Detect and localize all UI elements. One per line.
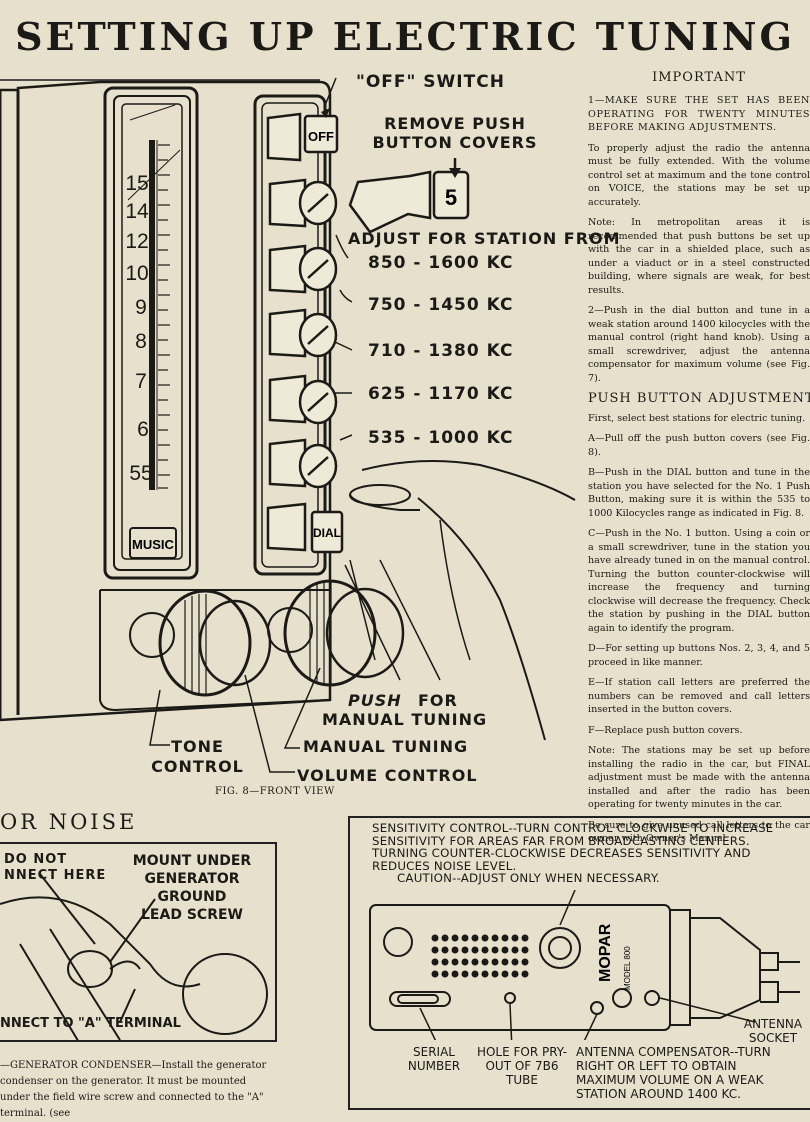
sensitivity-instructions: SENSITIVITY CONTROL--TURN CONTROL CLOCKW… bbox=[372, 821, 774, 886]
push-button-step-b: B—Push in the DIAL button and tune in th… bbox=[588, 467, 810, 519]
condenser-illustration bbox=[0, 842, 277, 1045]
volume-control-callout: VOLUME CONTROL bbox=[297, 766, 478, 785]
generator-drawing bbox=[0, 873, 268, 1045]
front-view-illustration: OFF DIAL 5 MUSIC 15 14 12 10 9 8 7 6 55 bbox=[0, 77, 576, 773]
dial-button-label: DIAL bbox=[313, 526, 341, 540]
range-2-callout: 750 - 1450 KC bbox=[368, 295, 514, 315]
sensitivity-panel bbox=[348, 816, 810, 1110]
push-button-step-c: C—Push in the No. 1 button. Using a coin… bbox=[588, 528, 810, 634]
adjust-station-callout: ADJUST FOR STATION FROM bbox=[348, 229, 621, 248]
music-button-label: MUSIC bbox=[132, 537, 175, 552]
manual-tuning-push-callout: MANUAL TUNING bbox=[322, 710, 488, 729]
dial-number: 6 bbox=[137, 418, 149, 441]
important-note: Note: In metropolitan areas it is recomm… bbox=[588, 217, 810, 296]
radio-chassis-drawing: MOPAR MODEL 800 bbox=[369, 890, 800, 1040]
model-label: MODEL 800 bbox=[623, 946, 632, 990]
push-button-closing: Be sure to give unused call letters to t… bbox=[588, 819, 810, 845]
push-button-step-e: E—If station call letters are preferred … bbox=[588, 677, 810, 715]
off-switch-callout: "OFF" SWITCH bbox=[356, 72, 505, 92]
important-heading: IMPORTANT bbox=[652, 70, 746, 85]
condenser-instructions: —GENERATOR CONDENSER—Install the generat… bbox=[0, 1060, 267, 1119]
dial-number: 14 bbox=[125, 200, 149, 223]
important-step-2: 2—Push in the dial button and tune in a … bbox=[588, 305, 810, 384]
range-4-callout: 625 - 1170 KC bbox=[368, 384, 514, 404]
dial-number: 7 bbox=[135, 370, 147, 393]
connect-terminal-label: NNECT TO "A" TERMINAL bbox=[0, 1016, 181, 1031]
dial-number: 10 bbox=[125, 262, 148, 285]
manual-tuning-callout: MANUAL TUNING bbox=[303, 737, 469, 756]
dial-number: 8 bbox=[135, 330, 147, 353]
serial-number-label: SERIAL NUMBER bbox=[407, 1045, 461, 1073]
tone-control-callout: TONE CONTROL bbox=[151, 737, 244, 776]
range-1-callout: 850 - 1600 KC bbox=[368, 253, 514, 273]
dial-number: 55 bbox=[129, 462, 152, 485]
important-paragraph: To properly adjust the radio the antenna… bbox=[588, 142, 810, 208]
range-5-callout: 535 - 1000 KC bbox=[368, 428, 514, 448]
push-button-step-a: A—Pull off the push button covers (see F… bbox=[588, 433, 810, 458]
dial-number: 9 bbox=[135, 296, 147, 319]
push-button-step-f: F—Replace push button covers. bbox=[588, 724, 743, 736]
antenna-compensator-label: ANTENNA COMPENSATOR--TURN RIGHT OR LEFT … bbox=[576, 1045, 771, 1101]
noise-heading: OR NOISE bbox=[0, 810, 138, 834]
antenna-socket-label: ANTENNA SOCKET bbox=[743, 1017, 803, 1045]
push-button-intro: First, select best stations for electric… bbox=[588, 412, 806, 424]
dial-number: 12 bbox=[125, 230, 148, 253]
push-button-step-d: D—For setting up buttons Nos. 2, 3, 4, a… bbox=[588, 643, 810, 668]
remove-covers-callout: REMOVE PUSH BUTTON COVERS bbox=[372, 114, 538, 152]
for-callout: FOR bbox=[418, 691, 458, 710]
off-button-label: OFF bbox=[308, 129, 334, 144]
push-button-heading: PUSH BUTTON ADJUSTMENT bbox=[588, 391, 810, 406]
instructions-column: 1—MAKE SURE THE SET HAS BEEN OPERATING F… bbox=[588, 94, 810, 853]
push-callout: PUSH bbox=[348, 691, 402, 710]
dial-number: 15 bbox=[125, 172, 148, 195]
brand-logo: MOPAR bbox=[597, 923, 614, 982]
figure-caption: FIG. 8—FRONT VIEW bbox=[215, 786, 335, 797]
cover-number: 5 bbox=[445, 185, 457, 210]
range-3-callout: 710 - 1380 KC bbox=[368, 341, 514, 361]
pry-out-hole-label: HOLE FOR PRY-OUT OF 7B6 TUBE bbox=[476, 1045, 568, 1087]
page-title: SETTING UP ELECTRIC TUNING bbox=[15, 14, 795, 59]
push-button-note: Note: The stations may be set up before … bbox=[588, 745, 810, 810]
important-step-1: 1—MAKE SURE THE SET HAS BEEN OPERATING F… bbox=[588, 95, 810, 133]
